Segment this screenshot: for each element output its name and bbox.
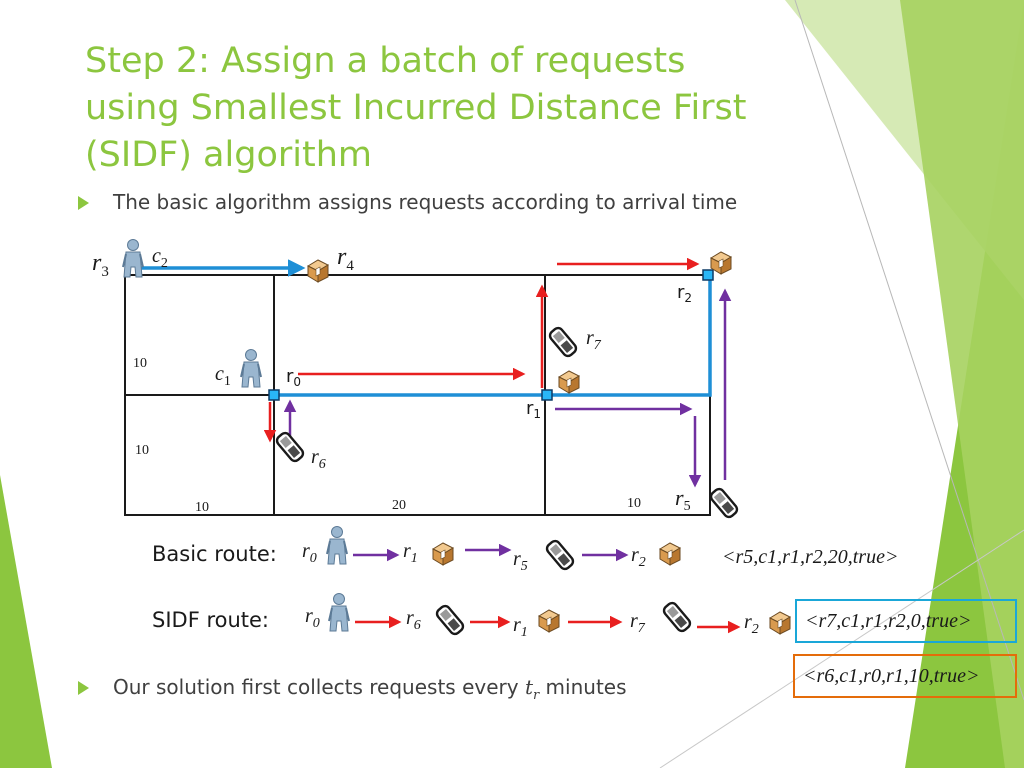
label-r1: r1	[526, 398, 541, 421]
phone-icon	[546, 324, 580, 360]
route-step-label: r2	[631, 544, 646, 570]
node-marker	[268, 389, 280, 401]
label-c2: c2	[152, 245, 168, 271]
bullet-item: The basic algorithm assigns requests acc…	[78, 190, 737, 214]
distance-label: 10	[135, 443, 149, 458]
bullet-text: minutes	[539, 675, 627, 699]
right-mid-band	[900, 0, 1024, 768]
label-c1: c1	[215, 363, 231, 389]
phone-icon	[660, 599, 694, 635]
person-icon	[328, 592, 350, 632]
title-line: (SIDF) algorithm	[85, 135, 372, 175]
phone-icon	[273, 429, 307, 465]
basic-route-sequence: r0 r1 r5 r2	[302, 525, 681, 574]
bullet-variable: t	[524, 675, 533, 699]
sidf-tuple-orange: <r6,c1,r0,r1,10,true>	[803, 665, 980, 687]
package-icon	[432, 542, 454, 566]
route-step-label: r6	[406, 607, 421, 633]
bullet-arrow-icon	[78, 681, 89, 695]
package-icon	[558, 370, 580, 394]
node-marker	[541, 389, 553, 401]
bullet-text: The basic algorithm assigns requests acc…	[113, 190, 738, 214]
bullet-arrow-icon	[78, 196, 89, 210]
phone-icon	[707, 485, 741, 521]
route-step-label: r1	[513, 614, 528, 640]
label-r3: r3	[92, 250, 109, 280]
basic-route-tuple: <r5,c1,r1,r2,20,true>	[722, 546, 899, 568]
route-step-label: r5	[513, 548, 528, 574]
sidf-tuple-cyan: <r7,c1,r1,r2,0,true>	[805, 610, 972, 632]
person-icon	[122, 238, 144, 278]
deco-line	[659, 529, 1024, 768]
bullet-item: Our solution first collects requests eve…	[78, 675, 627, 703]
tuple-box-cyan	[795, 599, 1017, 643]
route-step-label: r0	[305, 605, 320, 631]
package-icon	[659, 542, 681, 566]
slide-title: Step 2: Assign a batch of requests using…	[85, 38, 785, 179]
distance-label: 20	[392, 498, 406, 513]
package-icon	[710, 251, 732, 275]
bullet-text: Our solution first collects requests eve…	[113, 675, 525, 699]
bullet-variable-sub: r	[532, 688, 540, 703]
sidf-route-sequence: r0 r6 r1 r7 r2	[305, 592, 791, 640]
tuple-box-orange	[793, 654, 1017, 698]
courier-arrows	[283, 288, 732, 488]
left-green-corner	[0, 475, 52, 768]
distance-label: 10	[195, 500, 209, 515]
title-line: using Smallest Incurred Distance First	[85, 88, 747, 128]
basic-route-label: Basic route:	[152, 542, 277, 566]
label-r0: r0	[286, 366, 301, 389]
route-step-label: r1	[403, 540, 418, 566]
request-arrows	[263, 257, 700, 443]
distance-label: 10	[627, 496, 641, 511]
deco-line	[794, 0, 1024, 701]
route-step-label: r2	[744, 611, 759, 637]
person-icon	[240, 348, 262, 388]
package-icon	[307, 259, 329, 283]
title-line: Step 2: Assign a batch of requests	[85, 41, 686, 81]
distance-label: 10	[133, 356, 147, 371]
route-step-label: r7	[630, 610, 646, 636]
package-icon	[538, 609, 560, 633]
person-icon	[326, 525, 348, 565]
route-step-label: r0	[302, 540, 317, 566]
package-icon	[769, 611, 791, 635]
phone-icon	[543, 537, 577, 573]
label-r2: r2	[677, 282, 692, 305]
node-marker	[702, 269, 714, 281]
courier-route	[140, 259, 712, 397]
label-r4: r4	[337, 244, 354, 274]
phone-icon	[433, 602, 467, 638]
label-r7: r7	[586, 327, 602, 353]
label-r6: r6	[311, 446, 326, 472]
label-r5: r5	[675, 485, 691, 514]
sidf-route-label: SIDF route:	[152, 608, 270, 632]
